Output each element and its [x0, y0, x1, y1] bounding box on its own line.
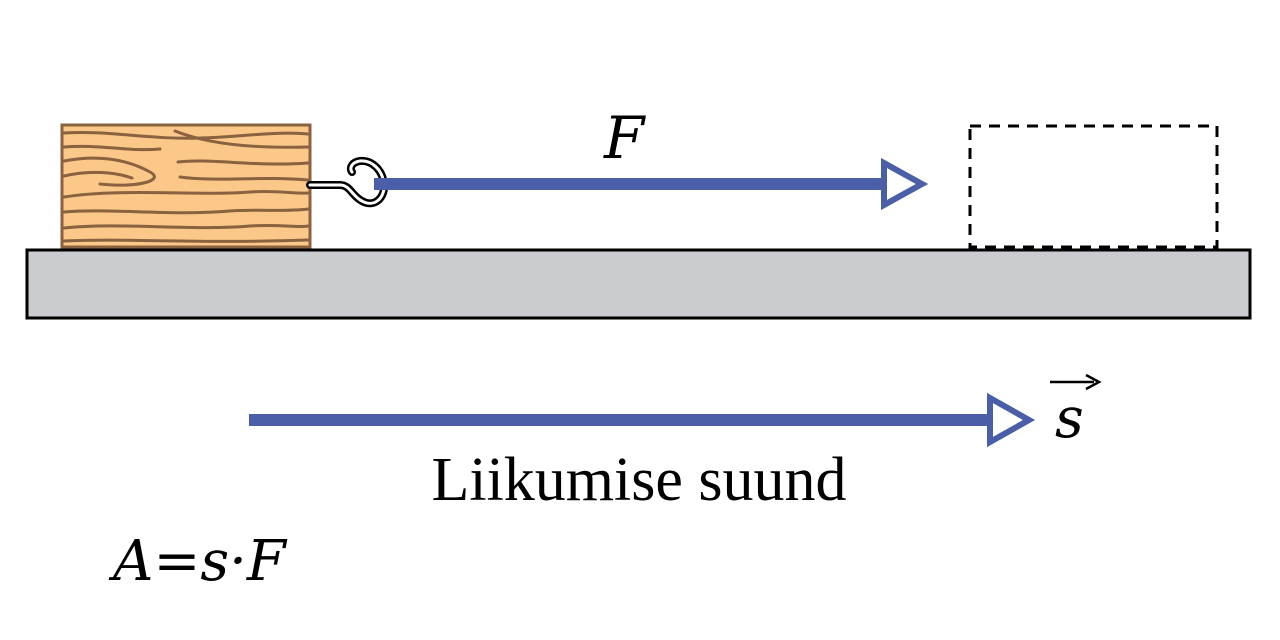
displacement-vector-label: s: [1050, 373, 1102, 451]
force-arrow: [374, 157, 929, 211]
force-label: F: [603, 104, 646, 172]
wood-grain-lines: [62, 129, 310, 243]
force-arrow-head: [881, 157, 929, 211]
wooden-block: [60, 123, 312, 249]
displacement-label: s: [1055, 386, 1084, 451]
direction-caption: Liikumise suund: [431, 446, 846, 514]
final-position-outline: [968, 124, 1219, 249]
hook: [306, 156, 389, 208]
work-formula: A=s·F: [108, 529, 288, 594]
displacement-arrow: [249, 392, 1036, 448]
displacement-arrow-head: [987, 392, 1036, 448]
vector-arrow-head: [1085, 373, 1102, 391]
table-surface: [25, 248, 1252, 320]
